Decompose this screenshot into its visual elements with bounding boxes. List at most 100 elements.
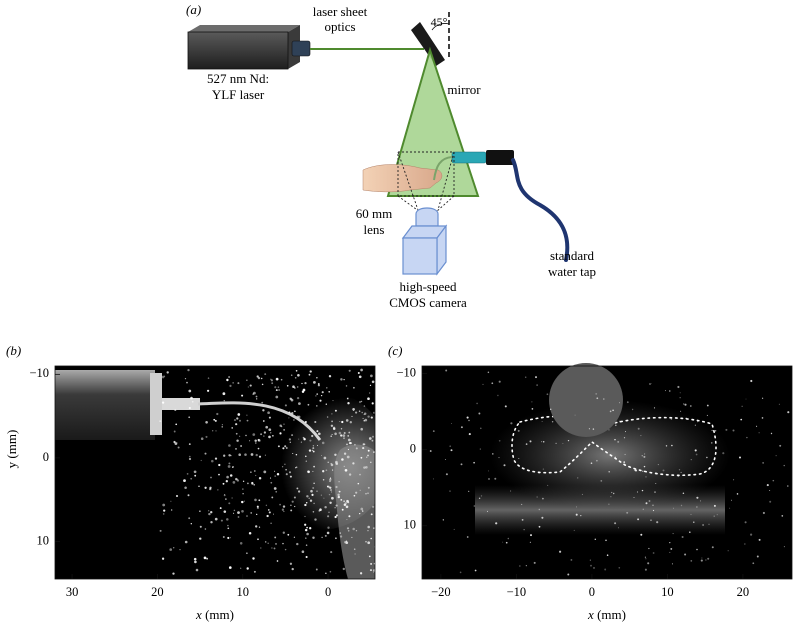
- droplet: [323, 497, 325, 499]
- droplet: [214, 457, 218, 460]
- droplet: [316, 430, 319, 433]
- droplet: [641, 489, 644, 492]
- droplet: [335, 485, 338, 489]
- droplet: [355, 411, 358, 414]
- droplet: [239, 542, 243, 545]
- droplet: [293, 419, 295, 421]
- droplet: [713, 504, 716, 507]
- droplet: [159, 529, 162, 532]
- droplet: [343, 437, 345, 440]
- droplet: [670, 547, 673, 550]
- droplet: [551, 420, 554, 423]
- droplet: [345, 505, 349, 509]
- droplet: [328, 391, 330, 393]
- droplet: [298, 438, 300, 440]
- droplet: [482, 383, 484, 385]
- droplet: [626, 511, 629, 514]
- droplet: [227, 527, 230, 530]
- droplet: [237, 511, 240, 514]
- panel-c-frame: [421, 365, 793, 580]
- droplet: [328, 511, 330, 514]
- droplet: [191, 400, 194, 403]
- droplet: [226, 475, 229, 479]
- droplet: [341, 420, 344, 424]
- droplet: [184, 486, 187, 489]
- droplet: [218, 463, 221, 467]
- droplet: [334, 432, 337, 436]
- droplet: [253, 391, 256, 395]
- droplet: [335, 514, 338, 517]
- droplet: [577, 477, 579, 479]
- panel-b-xtick-label: 0: [325, 585, 331, 599]
- droplet: [289, 562, 293, 565]
- droplet: [316, 393, 319, 395]
- droplet: [341, 458, 344, 461]
- droplet: [241, 500, 244, 504]
- droplet: [208, 510, 210, 512]
- droplet: [330, 491, 333, 493]
- droplet: [219, 507, 222, 510]
- droplet: [275, 543, 277, 545]
- droplet: [504, 405, 507, 408]
- droplet: [297, 490, 301, 493]
- droplet: [246, 414, 248, 416]
- droplet: [752, 562, 755, 565]
- droplet: [360, 427, 363, 431]
- droplet: [258, 476, 262, 480]
- droplet: [524, 376, 527, 378]
- droplet: [460, 463, 463, 466]
- laser-box: [187, 25, 300, 70]
- droplet: [367, 486, 370, 489]
- droplet: [188, 455, 191, 458]
- tube-highlight: [150, 373, 162, 435]
- droplet: [268, 428, 272, 432]
- droplet: [210, 511, 213, 514]
- droplet: [476, 402, 478, 405]
- droplet: [330, 462, 332, 465]
- droplet: [340, 378, 343, 381]
- droplet: [184, 377, 187, 380]
- droplet: [624, 453, 626, 456]
- droplet: [222, 392, 226, 396]
- droplet: [271, 382, 274, 385]
- droplet: [247, 386, 249, 388]
- camera-label-line1: high-speed: [399, 279, 457, 294]
- droplet: [339, 420, 341, 423]
- droplet: [535, 376, 537, 379]
- droplet: [525, 443, 528, 445]
- droplet: [270, 522, 272, 525]
- droplet: [330, 435, 332, 437]
- droplet: [326, 531, 330, 535]
- droplet: [372, 571, 375, 573]
- droplet: [700, 559, 703, 562]
- droplet: [731, 499, 733, 501]
- droplet: [235, 423, 238, 426]
- droplet: [256, 505, 259, 508]
- droplet: [594, 538, 597, 541]
- lens-label-line1: 60 mm: [356, 206, 392, 221]
- droplet: [289, 475, 292, 478]
- droplet: [363, 405, 366, 407]
- droplet: [503, 464, 506, 467]
- droplet: [241, 394, 244, 397]
- droplet: [209, 487, 212, 491]
- droplet: [370, 461, 372, 464]
- droplet: [343, 452, 347, 455]
- droplet: [301, 390, 305, 393]
- droplet: [562, 442, 564, 444]
- droplet: [327, 515, 330, 518]
- droplet: [162, 513, 165, 515]
- droplet: [696, 548, 698, 551]
- droplet: [346, 518, 348, 521]
- droplet: [320, 494, 322, 496]
- droplet: [305, 544, 308, 546]
- droplet: [225, 480, 228, 483]
- droplet: [186, 473, 189, 475]
- droplet: [541, 441, 543, 443]
- droplet: [588, 428, 590, 430]
- droplet: [787, 411, 790, 414]
- droplet: [264, 373, 267, 376]
- droplet: [783, 546, 785, 548]
- droplet: [228, 454, 231, 457]
